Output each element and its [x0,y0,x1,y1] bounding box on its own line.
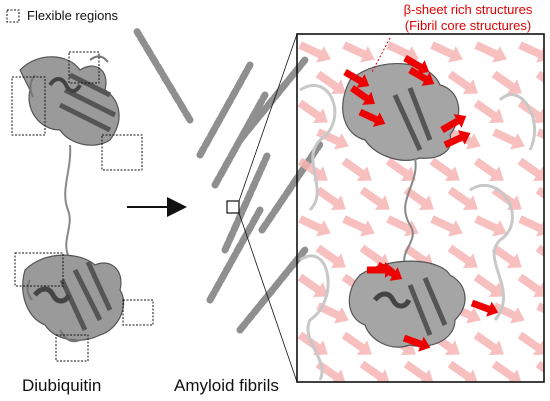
diubiquitin-structure [19,55,125,343]
background-beta-arrow [428,210,467,242]
background-beta-arrow [314,297,353,329]
background-beta-arrow [444,240,484,275]
zoom-panel-frame [296,33,545,383]
background-beta-arrow [470,153,510,188]
annotation-line-1: β-sheet rich structures [403,2,533,17]
background-beta-arrow [534,297,544,329]
neighbor-proteins [299,83,536,381]
amyloid-fibrils [112,32,320,339]
background-beta-arrow [534,123,544,155]
background-beta-arrow [312,182,352,217]
background-beta-arrow [297,95,334,130]
background-beta-arrow [532,182,544,217]
background-beta-arrow [470,95,510,130]
background-beta-arrow [426,153,466,188]
background-beta-arrow [488,356,528,382]
background-beta-arrow [532,240,544,275]
zoom-marker-box [226,200,240,214]
background-beta-arrow [340,36,379,68]
background-beta-arrow [516,210,544,242]
background-beta-arrow [532,66,544,101]
zoom-protein [342,62,466,348]
background-beta-arrow [356,356,396,382]
amyloid-fibrils-label: Amyloid fibrils [174,376,279,395]
background-beta-arrow [338,153,378,188]
background-beta-arrow [472,36,511,68]
background-beta-arrow [312,356,352,382]
legend-label: Flexible regions [27,8,119,23]
legend-dotted-box [6,9,20,23]
zoom-line-top [238,33,298,202]
diubiquitin-label: Diubiquitin [22,376,102,395]
background-beta-arrow [490,123,529,155]
background-beta-arrow [516,36,544,68]
background-beta-arrow [340,210,379,242]
beta-sheet-annotation: β-sheet rich structures (Fibril core str… [388,2,548,34]
annotation-pointer [371,37,391,73]
background-beta-arrow [356,182,396,217]
background-beta-arrow [428,36,467,68]
background-beta-arrow [297,210,335,242]
background-beta-arrow [444,356,484,382]
background-beta-arrow [400,356,440,382]
flexible-region-boxes [11,51,154,362]
background-beta-arrow [384,210,423,242]
zoom-line-bottom [238,212,298,383]
background-beta-arrow [470,327,510,362]
annotation-line-2: (Fibril core structures) [404,18,532,33]
background-beta-arrow [532,356,544,382]
